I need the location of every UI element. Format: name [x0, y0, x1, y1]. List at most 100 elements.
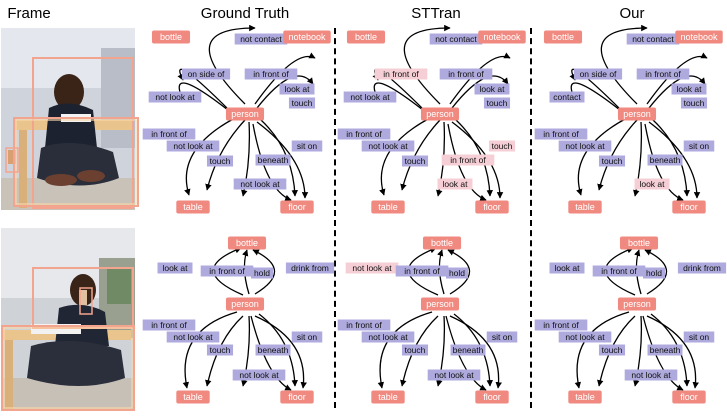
relation-label: touch: [684, 98, 705, 108]
relation-label: in front of: [543, 129, 579, 139]
node-label: table: [183, 202, 203, 212]
relation-tag: sit on: [683, 140, 715, 152]
relation-tag: sit on: [486, 331, 518, 343]
relation-label: sit on: [492, 332, 513, 342]
node-label: notebook: [288, 32, 326, 42]
node-label: table: [378, 202, 398, 212]
relation-label: look at: [676, 84, 702, 94]
relation-arrow: [250, 315, 292, 391]
relation-label: not look at: [173, 332, 213, 342]
relation-label: beneath: [650, 155, 681, 165]
relation-tag: not look at: [166, 331, 220, 343]
object-node: table: [176, 390, 210, 404]
relation-tag: in front of: [142, 128, 196, 140]
relation-tag: hold: [251, 267, 273, 279]
relation-arrow: [449, 52, 511, 105]
relation-arrow: [254, 315, 307, 389]
object-node: table: [176, 200, 210, 214]
relation-tag: touch: [598, 344, 626, 356]
relation-tag: touch: [680, 97, 708, 109]
column-divider: [530, 28, 532, 408]
node-label: bottle: [355, 32, 377, 42]
relation-tag: beneath: [450, 344, 486, 356]
relation-tag: not look at: [345, 262, 399, 274]
relation-label: look at: [479, 84, 505, 94]
relation-tag: in front of: [337, 128, 391, 140]
relation-label: in front of: [209, 266, 245, 276]
relation-label: on side of: [188, 69, 225, 79]
relation-arrow: [252, 249, 276, 295]
relation-arrow: [379, 117, 431, 196]
relation-tag: not look at: [558, 140, 612, 152]
relation-arrow: [400, 119, 441, 191]
column-divider: [334, 28, 336, 408]
relation-arrow: [644, 123, 684, 201]
relation-label: not look at: [631, 370, 671, 380]
relation-label: not contact: [435, 34, 477, 44]
relation-tag: not contact: [429, 33, 483, 45]
object-node: floor: [280, 390, 314, 404]
relation-tag: in front of: [374, 68, 428, 80]
relation-tag: not look at: [166, 140, 220, 152]
object-node: person: [225, 107, 265, 121]
relation-label: touch: [602, 345, 623, 355]
relation-tag: look at: [634, 178, 670, 190]
object-node: bottle: [619, 236, 659, 250]
relation-label: look at: [554, 263, 580, 273]
bounding-box: [1, 325, 135, 411]
relation-label: in front of: [383, 69, 419, 79]
relation-label: touch: [292, 98, 313, 108]
relation-label: in front of: [404, 266, 440, 276]
relation-label: not look at: [352, 263, 392, 273]
bounding-box: [32, 57, 134, 209]
relation-label: not look at: [239, 370, 279, 380]
relation-tag: in front of: [441, 154, 495, 166]
node-label: table: [183, 392, 203, 402]
relation-tag: on side of: [181, 68, 231, 80]
relation-arrow: [256, 121, 309, 199]
bounding-box: [79, 287, 93, 315]
relation-label: not contact: [632, 34, 674, 44]
object-node: person: [617, 297, 657, 311]
relation-arrow: [449, 315, 502, 389]
node-label: table: [575, 202, 595, 212]
relation-tag: sit on: [291, 140, 323, 152]
relation-label: in front of: [346, 320, 382, 330]
relation-label: touch: [405, 156, 426, 166]
relation-label: look at: [162, 263, 188, 273]
relation-tag: in front of: [439, 68, 493, 80]
relation-tag: touch: [401, 155, 429, 167]
relation-tag: not contact: [626, 33, 680, 45]
relation-arrow: [646, 315, 699, 389]
relation-tag: not contact: [234, 33, 288, 45]
relation-label: in front of: [151, 320, 187, 330]
node-label: person: [623, 109, 651, 119]
relation-label: in front of: [450, 155, 486, 165]
relation-label: sit on: [297, 141, 318, 151]
relation-tag: beneath: [647, 344, 683, 356]
relation-tag: touch: [206, 155, 234, 167]
bounding-box: [15, 119, 137, 205]
object-node: floor: [280, 200, 314, 214]
relation-label: touch: [602, 156, 623, 166]
object-node: notebook: [283, 30, 331, 44]
header-ours: Our: [619, 5, 645, 22]
node-label: floor: [483, 202, 501, 212]
node-label: floor: [483, 392, 501, 402]
object-node: notebook: [478, 30, 526, 44]
relation-label: look at: [639, 179, 665, 189]
bounding-box: [32, 267, 134, 329]
object-node: floor: [475, 390, 509, 404]
relation-label: hold: [449, 268, 465, 278]
relation-arrow: [184, 117, 236, 196]
relation-label: sit on: [689, 141, 710, 151]
relation-tag: not look at: [233, 178, 287, 190]
relation-tag: look at: [279, 83, 315, 95]
relation-label: contact: [553, 92, 581, 102]
object-node: bottle: [151, 30, 191, 44]
relation-arrow: [447, 249, 471, 295]
relation-tag: not look at: [361, 140, 415, 152]
relation-label: sit on: [689, 332, 710, 342]
header-ground-truth: Ground Truth: [200, 5, 290, 22]
